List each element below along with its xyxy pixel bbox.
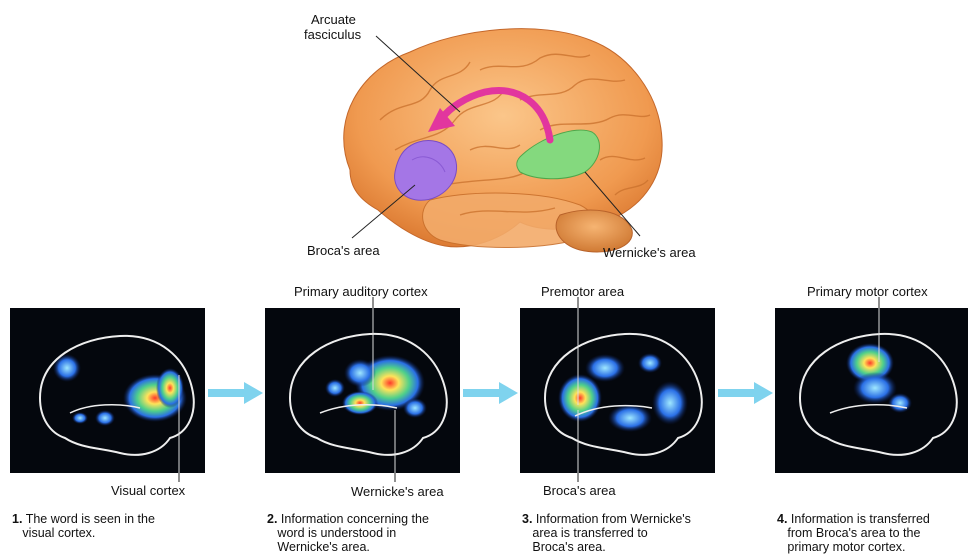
flow-arrow-2 [463,382,518,404]
primary-motor-cortex-label: Primary motor cortex [807,284,928,299]
broca-area-shape [395,141,457,201]
caption-step-2: 2. Information concerning the word is un… [267,512,457,554]
broca-label: Broca's area [307,243,380,258]
premotor-area-label: Premotor area [541,284,624,299]
scan-panel-1 [10,308,205,473]
wernicke-label: Wernicke's area [603,245,696,260]
arcuate-label-line1: Arcuate [311,12,356,27]
wernicke-area-shape [517,130,600,179]
gyri-lines [380,54,650,215]
brocas-area-panel-label: Broca's area [543,483,616,498]
caption-step-1: 1. The word is seen in the visual cortex… [12,512,202,540]
scan-panel-3 [520,308,715,473]
cerebrum-shape [344,29,662,247]
visual-cortex-label: Visual cortex [111,483,185,498]
wernickes-area-panel-label: Wernicke's area [351,484,444,499]
arcuate-label-line2: fasciculus [304,27,361,42]
flow-arrow-3 [718,382,773,404]
caption-step-3: 3. Information from Wernicke's area is t… [522,512,712,554]
arcuate-arrow [442,91,550,140]
caption-step-4: 4. Information is transferred from Broca… [777,512,967,554]
arcuate-arrowhead [428,108,455,132]
scan-panel-2 [265,308,460,473]
scan-panel-4 [775,308,968,473]
flow-arrow-1 [208,382,263,404]
temporal-lobe-shape [423,193,595,247]
primary-auditory-cortex-label: Primary auditory cortex [294,284,428,299]
